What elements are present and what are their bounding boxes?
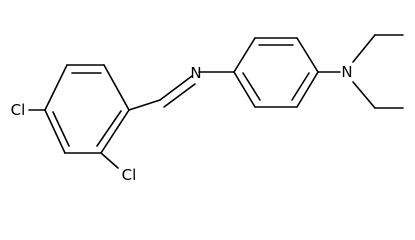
ring-double-bond xyxy=(242,72,261,101)
ring-bond xyxy=(296,37,319,73)
ring-bond xyxy=(296,71,319,108)
ring-bond xyxy=(44,64,68,111)
atom-label-n-imine: N xyxy=(190,64,201,82)
ethyl-lower-ch2 xyxy=(352,81,376,109)
atom-label-n-amine: N xyxy=(341,63,352,81)
atom-label-cl-ortho: Cl xyxy=(122,166,137,184)
ethyl-upper-ch2 xyxy=(352,34,376,63)
imine-double-bond xyxy=(159,75,193,101)
ring-bond xyxy=(233,37,256,73)
ring-bond xyxy=(103,64,130,111)
ring-double-bond xyxy=(291,72,310,101)
structure-diagram: N N Cl Cl xyxy=(11,34,404,184)
ring-double-bond xyxy=(96,110,122,147)
ring-bond xyxy=(44,109,66,154)
phenylene-ring xyxy=(233,37,319,108)
dichlorophenyl-ring xyxy=(44,64,130,154)
ch-bond xyxy=(128,99,161,111)
imine-double-bond-inner xyxy=(163,83,196,108)
cl-ortho-bond xyxy=(100,152,119,169)
ring-bond xyxy=(100,109,130,154)
atom-label-cl-para: Cl xyxy=(11,101,26,119)
ring-double-bond xyxy=(52,111,70,147)
molecule-canvas: N N Cl Cl xyxy=(10,34,404,184)
ring-bond xyxy=(233,71,256,108)
